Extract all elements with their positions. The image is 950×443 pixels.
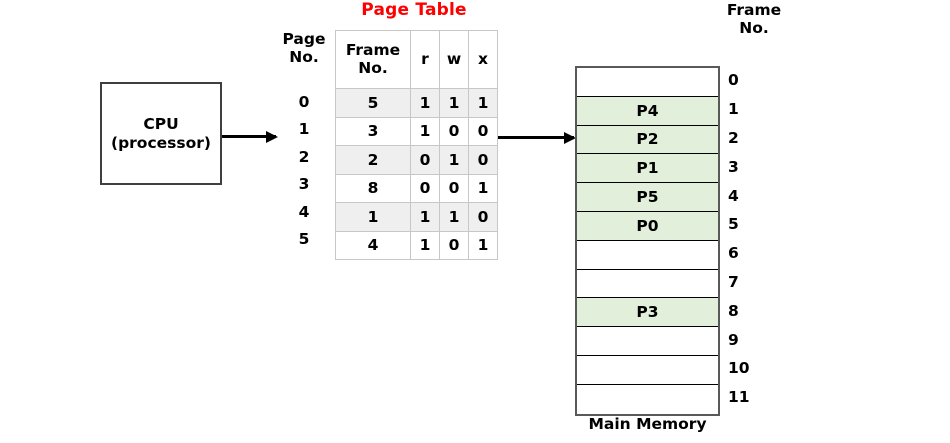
cell-r: 0 bbox=[410, 145, 440, 175]
table-row: 4 1 0 1 bbox=[335, 230, 498, 260]
cpu-box: CPU (processor) bbox=[100, 82, 222, 185]
memory-frame-number: 11 bbox=[728, 388, 750, 407]
page-no-value: 5 bbox=[298, 230, 310, 249]
memory-frame-cell bbox=[577, 327, 718, 356]
memory-frame-cell: P2 bbox=[577, 125, 718, 155]
table-row: 3 1 0 0 bbox=[335, 116, 498, 146]
cell-r: 1 bbox=[410, 230, 440, 260]
column-header-x: x bbox=[468, 30, 498, 89]
memory-frame-number: 4 bbox=[728, 186, 739, 205]
cell-frame-no: 5 bbox=[335, 88, 411, 118]
memory-frame-no-header: Frame No. bbox=[712, 1, 796, 38]
cpu-label-line1: CPU bbox=[143, 115, 179, 134]
cell-w: 0 bbox=[439, 116, 469, 146]
table-row: 8 0 0 1 bbox=[335, 173, 498, 203]
memory-frame-cell: P5 bbox=[577, 183, 718, 212]
main-memory-label: Main Memory bbox=[588, 415, 707, 433]
cell-r: 1 bbox=[410, 88, 440, 118]
cell-x: 0 bbox=[468, 202, 498, 232]
arrow-cpu-to-page-table-icon bbox=[222, 135, 276, 138]
cell-w: 0 bbox=[439, 230, 469, 260]
memory-frame-number: 8 bbox=[728, 301, 739, 320]
memory-frame-cell: P4 bbox=[577, 96, 718, 126]
cell-x: 1 bbox=[468, 173, 498, 203]
arrow-page-table-to-memory-icon bbox=[494, 136, 574, 139]
page-table-header-row: Frame No. r w x bbox=[335, 30, 498, 89]
page-table: Frame No. r w x 5 1 1 1 3 1 0 0 2 0 1 0 … bbox=[335, 30, 498, 260]
cell-frame-no: 8 bbox=[335, 173, 411, 203]
column-header-r: r bbox=[410, 30, 440, 89]
memory-frame-cell bbox=[577, 269, 718, 299]
cell-x: 0 bbox=[468, 145, 498, 175]
cell-x: 1 bbox=[468, 88, 498, 118]
cell-frame-no: 4 bbox=[335, 230, 411, 260]
column-header-frame-no: Frame No. bbox=[335, 30, 411, 89]
memory-frame-number: 10 bbox=[728, 359, 750, 378]
cell-r: 1 bbox=[410, 202, 440, 232]
cell-w: 1 bbox=[439, 88, 469, 118]
frame-no-header-line2: No. bbox=[358, 58, 388, 77]
main-memory-block: P4 P2 P1 P5 P0 P3 bbox=[575, 66, 720, 416]
memory-frame-cell: P1 bbox=[577, 154, 718, 184]
page-no-value: 1 bbox=[298, 120, 310, 139]
cell-x: 1 bbox=[468, 230, 498, 260]
memory-frame-cell: P3 bbox=[577, 298, 718, 328]
table-row: 2 0 1 0 bbox=[335, 145, 498, 175]
page-no-value: 4 bbox=[298, 202, 310, 221]
page-no-value: 3 bbox=[298, 175, 310, 194]
page-no-value: 2 bbox=[298, 147, 310, 166]
table-row: 5 1 1 1 bbox=[335, 88, 498, 118]
cell-x: 0 bbox=[468, 116, 498, 146]
cell-w: 0 bbox=[439, 173, 469, 203]
column-header-w: w bbox=[439, 30, 469, 89]
cell-r: 1 bbox=[410, 116, 440, 146]
cell-w: 1 bbox=[439, 202, 469, 232]
page-no-value: 0 bbox=[298, 92, 310, 111]
memory-frame-number: 7 bbox=[728, 272, 739, 291]
cell-w: 1 bbox=[439, 145, 469, 175]
cpu-label-line2: (processor) bbox=[110, 133, 211, 152]
memory-frame-cell bbox=[577, 355, 718, 385]
cell-r: 0 bbox=[410, 173, 440, 203]
memory-frame-number: 6 bbox=[728, 244, 739, 263]
table-row: 1 1 1 0 bbox=[335, 202, 498, 232]
page-no-header-line2: No. bbox=[289, 47, 319, 66]
cell-frame-no: 3 bbox=[335, 116, 411, 146]
memory-frame-cell: P0 bbox=[577, 211, 718, 241]
memory-frame-number: 5 bbox=[728, 215, 739, 234]
cell-frame-no: 1 bbox=[335, 202, 411, 232]
memory-frame-number: 0 bbox=[728, 71, 739, 90]
memory-frame-no-header-line1: Frame bbox=[726, 1, 782, 19]
page-no-header-line1: Page bbox=[282, 30, 326, 48]
memory-frame-cell bbox=[577, 384, 718, 414]
cell-frame-no: 2 bbox=[335, 145, 411, 175]
memory-frame-number-column: 0 1 2 3 4 5 6 7 8 9 10 11 bbox=[726, 66, 786, 412]
memory-frame-cell bbox=[577, 68, 718, 97]
page-no-column-header: Page No. bbox=[276, 30, 332, 67]
page-table-title: Page Table bbox=[361, 0, 467, 20]
memory-frame-cell bbox=[577, 240, 718, 270]
page-no-column: 0 1 2 3 4 5 bbox=[276, 88, 332, 253]
memory-frame-number: 3 bbox=[728, 157, 739, 176]
memory-frame-number: 9 bbox=[728, 330, 739, 349]
frame-no-header-line1: Frame bbox=[345, 40, 401, 59]
memory-frame-number: 1 bbox=[728, 100, 739, 119]
memory-frame-no-header-line2: No. bbox=[739, 18, 769, 37]
memory-frame-number: 2 bbox=[728, 128, 739, 147]
